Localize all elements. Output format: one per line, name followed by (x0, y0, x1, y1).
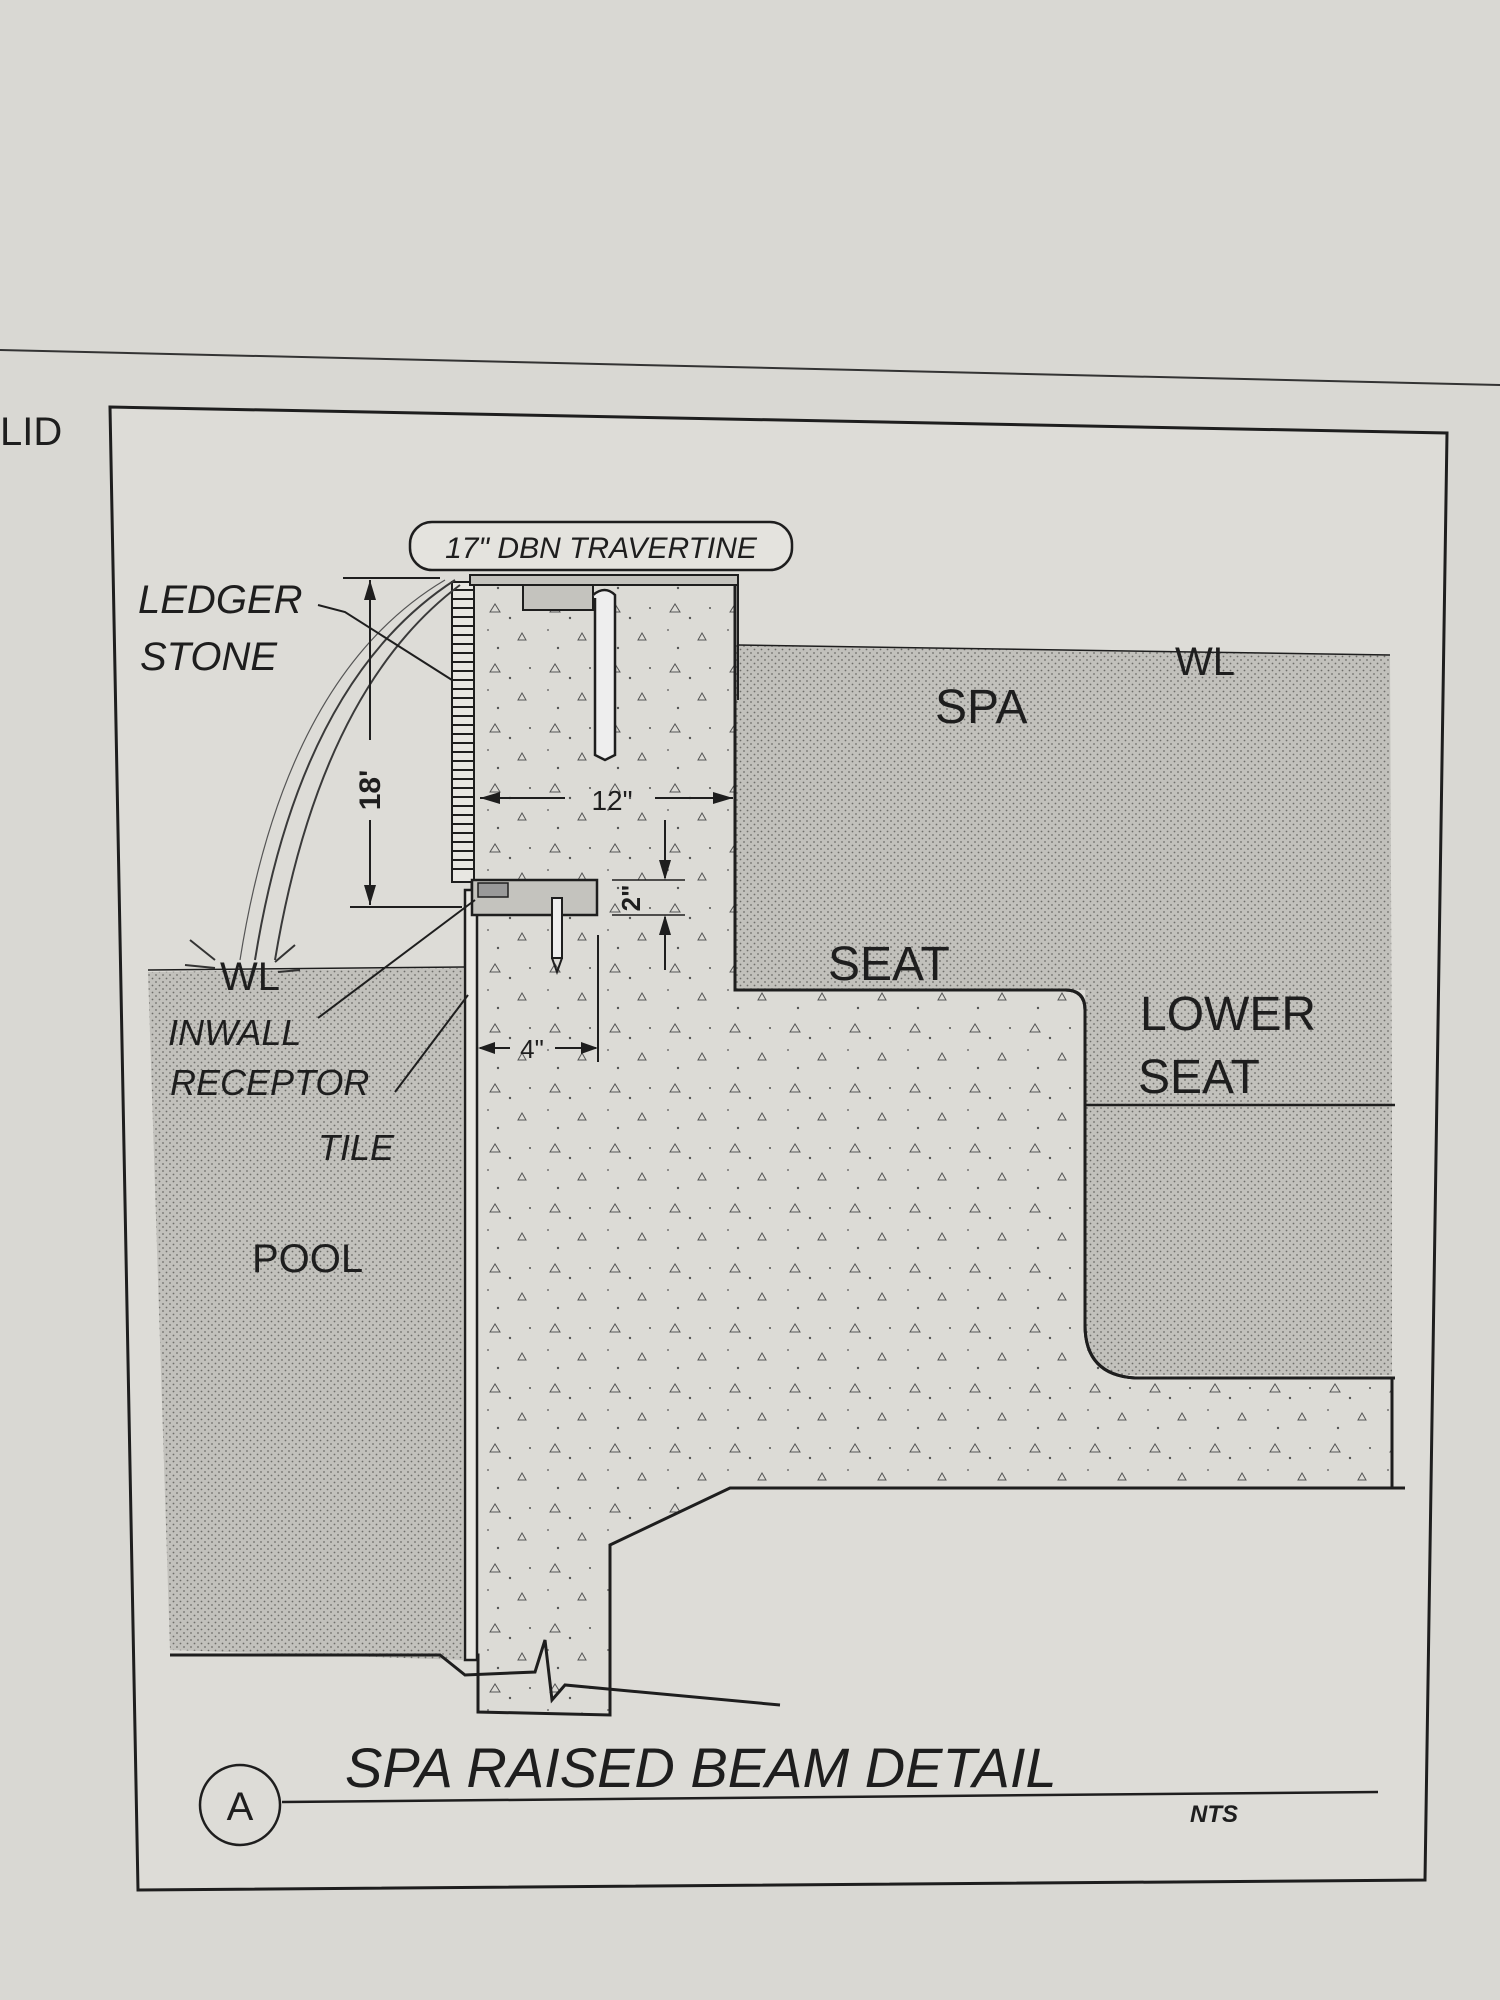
dim-12-text: 12" (591, 785, 632, 816)
detail-title: SPA RAISED BEAM DETAIL (345, 1736, 1057, 1799)
spa-wall-outline (733, 580, 1395, 1380)
travertine-coping (469, 574, 739, 586)
dim-4-text: 4" (520, 1034, 544, 1064)
drain-pipe (592, 588, 617, 762)
dim-2-arrows (659, 860, 671, 935)
receptor-slot (477, 882, 509, 898)
lower-seat-label-line2: SEAT (1138, 1051, 1260, 1104)
detail-marker-circle (198, 1763, 282, 1847)
tile-leader (394, 994, 469, 1093)
inwall-label-line2: RECEPTOR (170, 1062, 369, 1103)
dim-2-text: 2" (616, 885, 646, 912)
scale-note: NTS (1190, 1801, 1238, 1828)
anchor-pin-tip (551, 957, 563, 975)
pool-wl-line (147, 966, 466, 971)
lower-seat-water (1085, 1105, 1392, 1375)
anchor-pin (551, 897, 563, 959)
pool-water (148, 968, 463, 1660)
spa-wl-label: WL (1175, 640, 1235, 684)
seat-label: SEAT (828, 938, 950, 991)
inwall-label-line1: INWALL (168, 1012, 301, 1053)
ledger-label-line1: LEDGER (138, 578, 303, 622)
inwall-leader (317, 899, 476, 1019)
water-sheet-outer (254, 579, 456, 961)
tile-label: TILE (318, 1127, 395, 1168)
ledger-leader (317, 604, 453, 681)
water-sheet-edge (239, 579, 446, 961)
spa-label: SPA (935, 681, 1027, 734)
ground-break-line (170, 1639, 781, 1707)
coping-label: 17" DBN TRAVERTINE (445, 532, 758, 565)
coping-channel (522, 584, 594, 611)
water-sheet-inner (274, 584, 461, 961)
detail-marker: A (227, 1785, 254, 1829)
sheet-edge-line (0, 349, 1500, 386)
pool-wall-tile (463, 888, 479, 1662)
splash-marks (184, 939, 301, 973)
coping-label-capsule (408, 520, 794, 572)
lower-seat-label-line1: LOWER (1140, 988, 1316, 1041)
dim-18-text: 18' (354, 770, 387, 811)
title-underline (281, 1790, 1379, 1804)
edge-text: LID (0, 410, 62, 454)
ledger-stone-courses (452, 589, 474, 870)
ledger-label-line2: STONE (140, 635, 278, 679)
pool-label: POOL (252, 1237, 363, 1281)
spa-wl-line (737, 644, 1391, 656)
pool-wl-label: WL (220, 955, 280, 999)
